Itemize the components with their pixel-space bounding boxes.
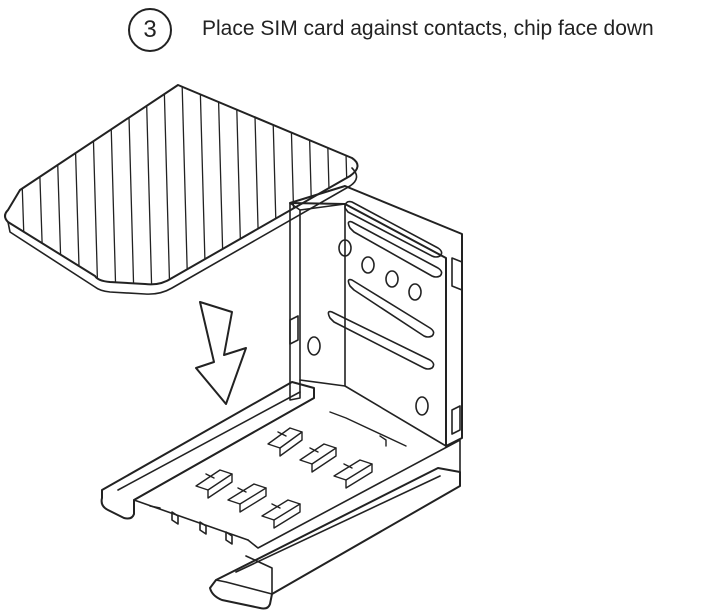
holder-lid [289,185,463,447]
holder-base [100,381,461,610]
sim-card [4,84,359,295]
contact-springs [195,411,407,529]
insert-arrow-icon [195,301,247,405]
step-instruction: Place SIM card against contacts, chip fa… [202,17,654,40]
step-number-badge: 3 [128,8,172,52]
step-number: 3 [143,16,157,43]
